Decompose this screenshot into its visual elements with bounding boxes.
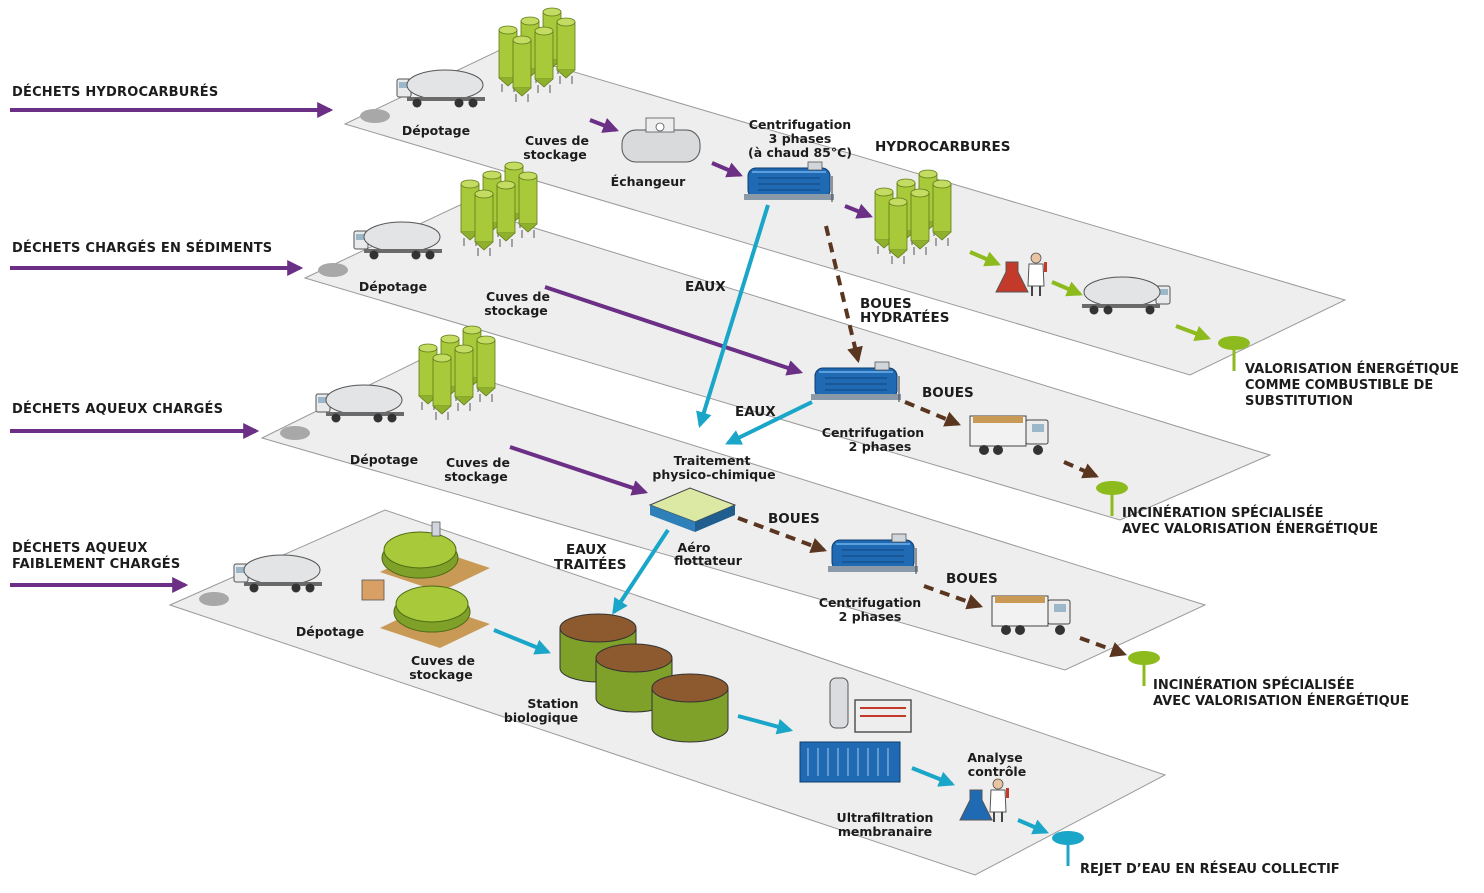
output-label-incineration: AVEC VALORISATION ÉNERGÉTIQUE bbox=[1122, 521, 1378, 537]
label-centrifugation-3: (à chaud 85°C) bbox=[748, 145, 852, 160]
label-aero: Aéro bbox=[678, 540, 711, 555]
label-aero: flottateur bbox=[674, 553, 743, 568]
label-cuves: stockage bbox=[409, 667, 473, 682]
label-cuves: Cuves de bbox=[446, 455, 510, 470]
input-label-faiblement-line1: DÉCHETS AQUEUX bbox=[12, 540, 148, 556]
water-flow-arrow bbox=[493, 628, 551, 655]
flow-label-boues: BOUES bbox=[922, 385, 974, 401]
label-centrifugation-2: 2 phases bbox=[849, 439, 912, 454]
flow-arrow bbox=[589, 117, 619, 133]
flow-label-eaux-traitees: TRAITÉES bbox=[554, 556, 626, 573]
flow-label-eaux-traitees: EAUX bbox=[566, 542, 607, 558]
label-cuves: stockage bbox=[523, 147, 587, 162]
output-label-valorisation: VALORISATION ÉNERGÉTIQUE bbox=[1245, 361, 1459, 377]
flow-label-hydrocarbures: HYDROCARBURES bbox=[875, 139, 1011, 155]
water-flow-arrow bbox=[737, 714, 794, 735]
label-echangeur: Échangeur bbox=[611, 174, 687, 189]
flow-arrow bbox=[544, 285, 804, 376]
output-flow-arrow bbox=[969, 250, 1001, 267]
ultrafiltration-icon bbox=[799, 677, 912, 783]
sludge-flow-arrow bbox=[824, 225, 863, 364]
lab-flask-icon bbox=[995, 261, 1029, 293]
sludge-flow-arrow bbox=[904, 400, 961, 427]
output-label-valorisation: COMME COMBUSTIBLE DE bbox=[1245, 378, 1433, 393]
label-depotage: Dépotage bbox=[402, 123, 470, 138]
label-centrifugation-2: Centrifugation bbox=[822, 425, 924, 440]
flow-label-boues: BOUES bbox=[946, 571, 998, 587]
label-cuves: Cuves de bbox=[486, 289, 550, 304]
entry-pad-icon bbox=[199, 592, 229, 606]
flotation-tank-icon bbox=[648, 487, 737, 532]
label-traitement: Traitement bbox=[674, 453, 751, 468]
lab-flask-icon bbox=[959, 789, 993, 821]
flow-label-eaux: EAUX bbox=[685, 279, 726, 295]
output-pin-icon bbox=[1052, 831, 1084, 866]
label-centrifugation-2: Centrifugation bbox=[819, 595, 921, 610]
label-depotage: Dépotage bbox=[296, 624, 364, 639]
flow-label-boues-hydratees: HYDRATÉES bbox=[860, 309, 949, 326]
label-ultrafiltration: membranaire bbox=[838, 824, 932, 839]
label-cuves: Cuves de bbox=[411, 653, 475, 668]
flow-label-eaux: EAUX bbox=[735, 404, 776, 420]
output-flow-arrow bbox=[1051, 280, 1083, 297]
output-label-incineration: INCINÉRATION SPÉCIALISÉE bbox=[1122, 505, 1324, 521]
input-label-sediments: DÉCHETS CHARGÉS EN SÉDIMENTS bbox=[12, 240, 272, 256]
input-label-aqueux: DÉCHETS AQUEUX CHARGÉS bbox=[12, 401, 223, 417]
water-flow-arrow bbox=[1017, 818, 1049, 835]
input-label-faiblement-line2: FAIBLEMENT CHARGÉS bbox=[12, 556, 180, 572]
label-traitement: physico-chimique bbox=[652, 467, 775, 482]
entry-pad-icon bbox=[360, 109, 390, 123]
flow-label-boues-hydratees: BOUES bbox=[860, 296, 912, 312]
water-flow-arrow bbox=[725, 400, 813, 445]
input-label-hydrocarbures: DÉCHETS HYDROCARBURÉS bbox=[12, 84, 218, 100]
label-cuves: stockage bbox=[484, 303, 548, 318]
centrifuge-3-phases-icon bbox=[743, 161, 835, 203]
output-flow-arrow bbox=[1175, 324, 1211, 341]
label-centrifugation-3: 3 phases bbox=[769, 131, 832, 146]
label-station: Station bbox=[527, 696, 578, 711]
label-station: biologique bbox=[504, 710, 578, 725]
flow-label-boues: BOUES bbox=[768, 511, 820, 527]
label-centrifugation-3: Centrifugation bbox=[749, 117, 851, 132]
heat-exchanger-icon bbox=[621, 117, 701, 163]
centrifuge-2-phases-icon bbox=[827, 533, 919, 575]
entry-pad-icon bbox=[318, 263, 348, 277]
output-label-valorisation: SUBSTITUTION bbox=[1245, 394, 1353, 409]
centrifuge-2-phases-icon bbox=[810, 361, 902, 403]
sludge-flow-arrow bbox=[1079, 636, 1128, 658]
label-analyse: contrôle bbox=[968, 764, 1026, 779]
output-label-rejet: REJET D’EAU EN RÉSEAU COLLECTIF bbox=[1080, 861, 1340, 877]
water-flow-arrow bbox=[612, 528, 670, 615]
output-label-incineration: INCINÉRATION SPÉCIALISÉE bbox=[1153, 677, 1355, 693]
label-centrifugation-2: 2 phases bbox=[839, 609, 902, 624]
water-flow-arrow bbox=[911, 766, 955, 787]
water-flow-arrow bbox=[696, 204, 770, 429]
sludge-flow-arrow bbox=[1063, 460, 1099, 479]
flow-arrow bbox=[844, 203, 873, 219]
bio-reactor-icon bbox=[559, 613, 729, 743]
label-cuves: Cuves de bbox=[525, 133, 589, 148]
digester-tanks-icon bbox=[361, 521, 490, 648]
label-ultrafiltration: Ultrafiltration bbox=[837, 810, 934, 825]
label-depotage: Dépotage bbox=[359, 279, 427, 294]
output-label-incineration: AVEC VALORISATION ÉNERGÉTIQUE bbox=[1153, 693, 1409, 709]
flow-arrow bbox=[711, 161, 743, 178]
label-analyse: Analyse bbox=[967, 750, 1022, 765]
flow-arrow bbox=[509, 445, 649, 496]
label-depotage: Dépotage bbox=[350, 452, 418, 467]
sludge-flow-arrow bbox=[923, 584, 984, 610]
sludge-flow-arrow bbox=[737, 516, 827, 554]
entry-pad-icon bbox=[280, 426, 310, 440]
label-cuves: stockage bbox=[444, 469, 508, 484]
